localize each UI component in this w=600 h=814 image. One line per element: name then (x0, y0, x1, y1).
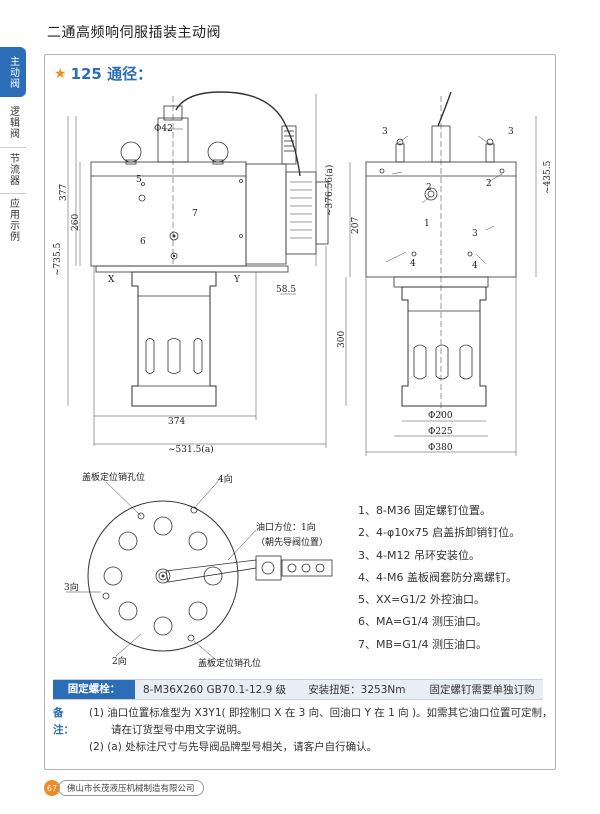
top-view-outer (87, 500, 239, 652)
sidebar-item-examples[interactable]: 应用示例 (0, 193, 26, 246)
technical-drawing: Φ42 377 260 ~735.5 ~376.56(a) 58.5 374 ~… (53, 91, 553, 669)
dim-260: 260 (71, 214, 81, 231)
dim-phi380: Φ380 (428, 443, 453, 453)
section-heading: ★ 125 通径： (54, 63, 152, 84)
dim-374: 374 (168, 417, 185, 427)
dim-735: ~735.5 (53, 242, 63, 276)
note-line-1: (1) 油口位置标准型为 X3Y1( 即控制口 X 在 3 向、回油口 Y 在 … (89, 707, 553, 719)
label-3b: 3 (508, 127, 514, 137)
label-dir4: 4向 (218, 473, 233, 485)
label-4a: 4 (410, 259, 416, 269)
legend-list: 1、8-M36 固定螺钉位置。 2、4-φ10x75 启盖拆卸销钉位。 3、4-… (358, 500, 520, 656)
legend-item: 3、4-M12 吊环安装位。 (358, 548, 480, 562)
legend-item: 5、XX=G1/2 外控油口。 (358, 593, 486, 607)
label-6: 6 (140, 237, 146, 247)
label-pin-top: 盖板定位销孔位 (82, 471, 145, 483)
label-oil-port-sub: （朝先导阀位置） (256, 536, 328, 548)
note-line-2: (2) (a) 处标注尺寸与先导阀品牌型号相关，请客户自行确认。 (89, 741, 378, 753)
side-dimensions (345, 116, 537, 456)
label-3a: 3 (382, 127, 388, 137)
notes-label: 备注： (53, 707, 74, 736)
note-line-1b: 请在订货型号中用文字说明。 (111, 724, 248, 736)
dim-phi42: Φ42 (154, 124, 173, 134)
legend-item: 6、MA=G1/4 测压油口。 (358, 615, 487, 629)
legend-item: 7、MB=G1/4 测压油口。 (358, 637, 487, 651)
label-y: Y (233, 275, 241, 285)
company-name: 佛山市长茂液压机械制造有限公司 (58, 780, 204, 796)
label-1: 1 (424, 219, 430, 229)
dim-585: 58.5 (276, 285, 296, 295)
section-title: 125 通径： (70, 65, 153, 83)
dim-phi225: Φ225 (428, 427, 453, 437)
legend-item: 1、8-M36 固定螺钉位置。 (358, 504, 491, 517)
legend-item: 4、4-M6 盖板阀套防分离螺钉。 (358, 570, 517, 584)
label-x: X (108, 275, 115, 285)
label-dir3: 3向 (64, 581, 79, 593)
bolt-spec: 8-M36X260 GB70.1-12.9 级 (143, 684, 287, 696)
label-oil-port: 油口方位：1向 (256, 521, 316, 533)
bolt-torque: 安装扭矩：3253Nm (308, 684, 406, 696)
side-view (365, 91, 517, 416)
footer: 67 佛山市长茂液压机械制造有限公司 (44, 780, 204, 796)
top-view (66, 477, 333, 661)
dim-377: 377 (59, 184, 69, 201)
sidebar-item-throttle[interactable]: 节流器 (0, 147, 26, 190)
content-frame (44, 54, 556, 770)
label-3c: 3 (472, 229, 478, 239)
label-2b: 2 (486, 179, 492, 189)
label-dir2: 2向 (112, 655, 127, 667)
dim-37656: ~376.56(a) (324, 165, 335, 216)
label-2a: 2 (426, 183, 432, 193)
bolt-spec-bar: 固定螺栓： 8-M36X260 GB70.1-12.9 级 安装扭矩：3253N… (53, 679, 543, 700)
label-7: 7 (192, 209, 198, 219)
bolt-label: 固定螺栓： (53, 680, 135, 699)
dim-4355: ~435.5 (543, 160, 553, 194)
bolt-order-note: 固定螺钉需要单独订购 (429, 684, 535, 696)
dim-5315: ~531.5(a) (168, 444, 214, 455)
legend-item: 2、4-φ10x75 启盖拆卸销钉位。 (358, 526, 521, 540)
page-title: 二通高频响伺服插装主动阀 (47, 25, 221, 41)
dim-207: 207 (351, 217, 361, 234)
dim-300: 300 (337, 331, 347, 348)
sidebar-item-logic-valve[interactable]: 逻辑阀 (7, 105, 19, 139)
label-pin-bottom: 盖板定位销孔位 (198, 657, 261, 669)
sidebar-item-active-valve[interactable]: 主动阀 (0, 47, 26, 97)
front-valve-body (90, 161, 247, 267)
front-dimensions (67, 94, 327, 448)
dim-phi200: Φ200 (428, 411, 453, 421)
star-icon: ★ (54, 65, 67, 82)
front-view (90, 91, 329, 407)
label-5: 5 (136, 175, 142, 185)
page-number: 67 (44, 780, 60, 796)
label-4b: 4 (472, 261, 478, 271)
